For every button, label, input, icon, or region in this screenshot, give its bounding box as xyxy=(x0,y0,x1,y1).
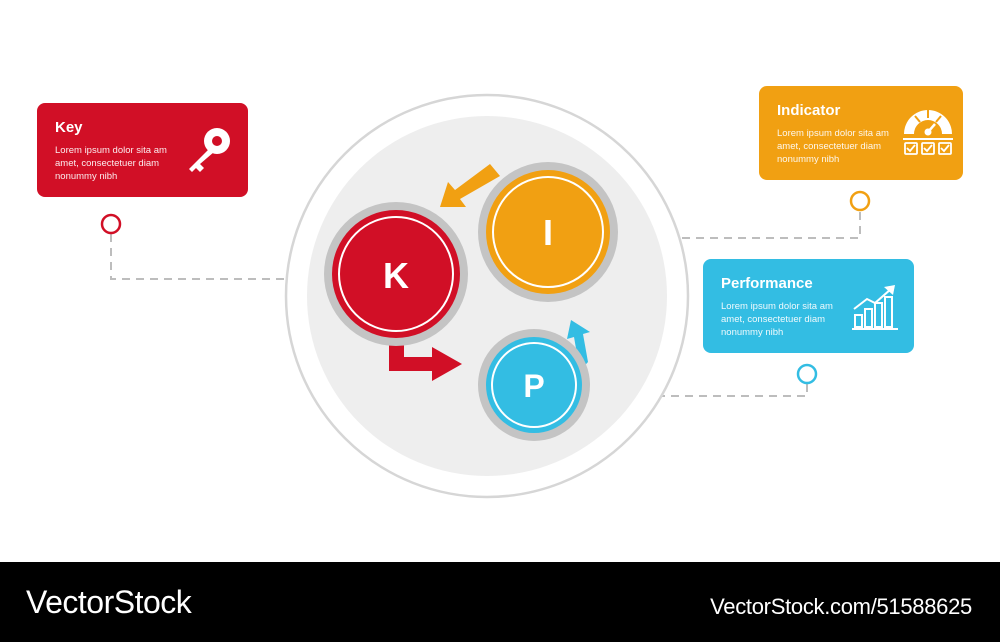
indicator-node xyxy=(849,190,871,212)
arrow-i-to-k xyxy=(440,164,500,207)
indicator-card-body: Lorem ipsum dolor sita am amet, consecte… xyxy=(777,128,889,165)
connector-performance xyxy=(646,384,808,397)
letter-p: P xyxy=(523,368,544,404)
key-card: Key Lorem ipsum dolor sita am amet, cons… xyxy=(37,103,248,197)
indicator-card-title: Indicator xyxy=(777,102,841,119)
diagram-graphic: I K P xyxy=(100,93,871,499)
performance-card: Performance Lorem ipsum dolor sita am am… xyxy=(703,259,914,353)
performance-circle: P xyxy=(478,329,590,441)
letter-k: K xyxy=(383,255,409,296)
performance-node xyxy=(796,363,818,385)
watermark-footer: VectorStock VectorStock.com/51588625 xyxy=(0,562,1000,642)
indicator-card: Indicator Lorem ipsum dolor sita am amet… xyxy=(759,86,963,180)
key-card-title: Key xyxy=(55,119,83,136)
performance-card-title: Performance xyxy=(721,275,813,292)
key-circle: K xyxy=(324,202,468,346)
key-card-body: Lorem ipsum dolor sita am amet, consecte… xyxy=(55,145,167,182)
image-id-text: VectorStock.com/51588625 xyxy=(710,594,972,619)
kpi-diagram: I K P Key Lorem ipsum dolor sita am amet… xyxy=(37,86,963,499)
growth-chart-icon xyxy=(851,283,899,338)
gauge-checklist-icon xyxy=(901,106,955,165)
arrow-k-to-p xyxy=(386,335,462,381)
brand-logo-text: VectorStock xyxy=(26,584,192,620)
connector-key xyxy=(110,234,300,280)
key-node xyxy=(100,213,122,235)
indicator-circle: I xyxy=(478,162,618,302)
letter-i: I xyxy=(543,212,553,253)
key-icon xyxy=(183,125,235,182)
performance-card-body: Lorem ipsum dolor sita am amet, consecte… xyxy=(721,301,833,338)
